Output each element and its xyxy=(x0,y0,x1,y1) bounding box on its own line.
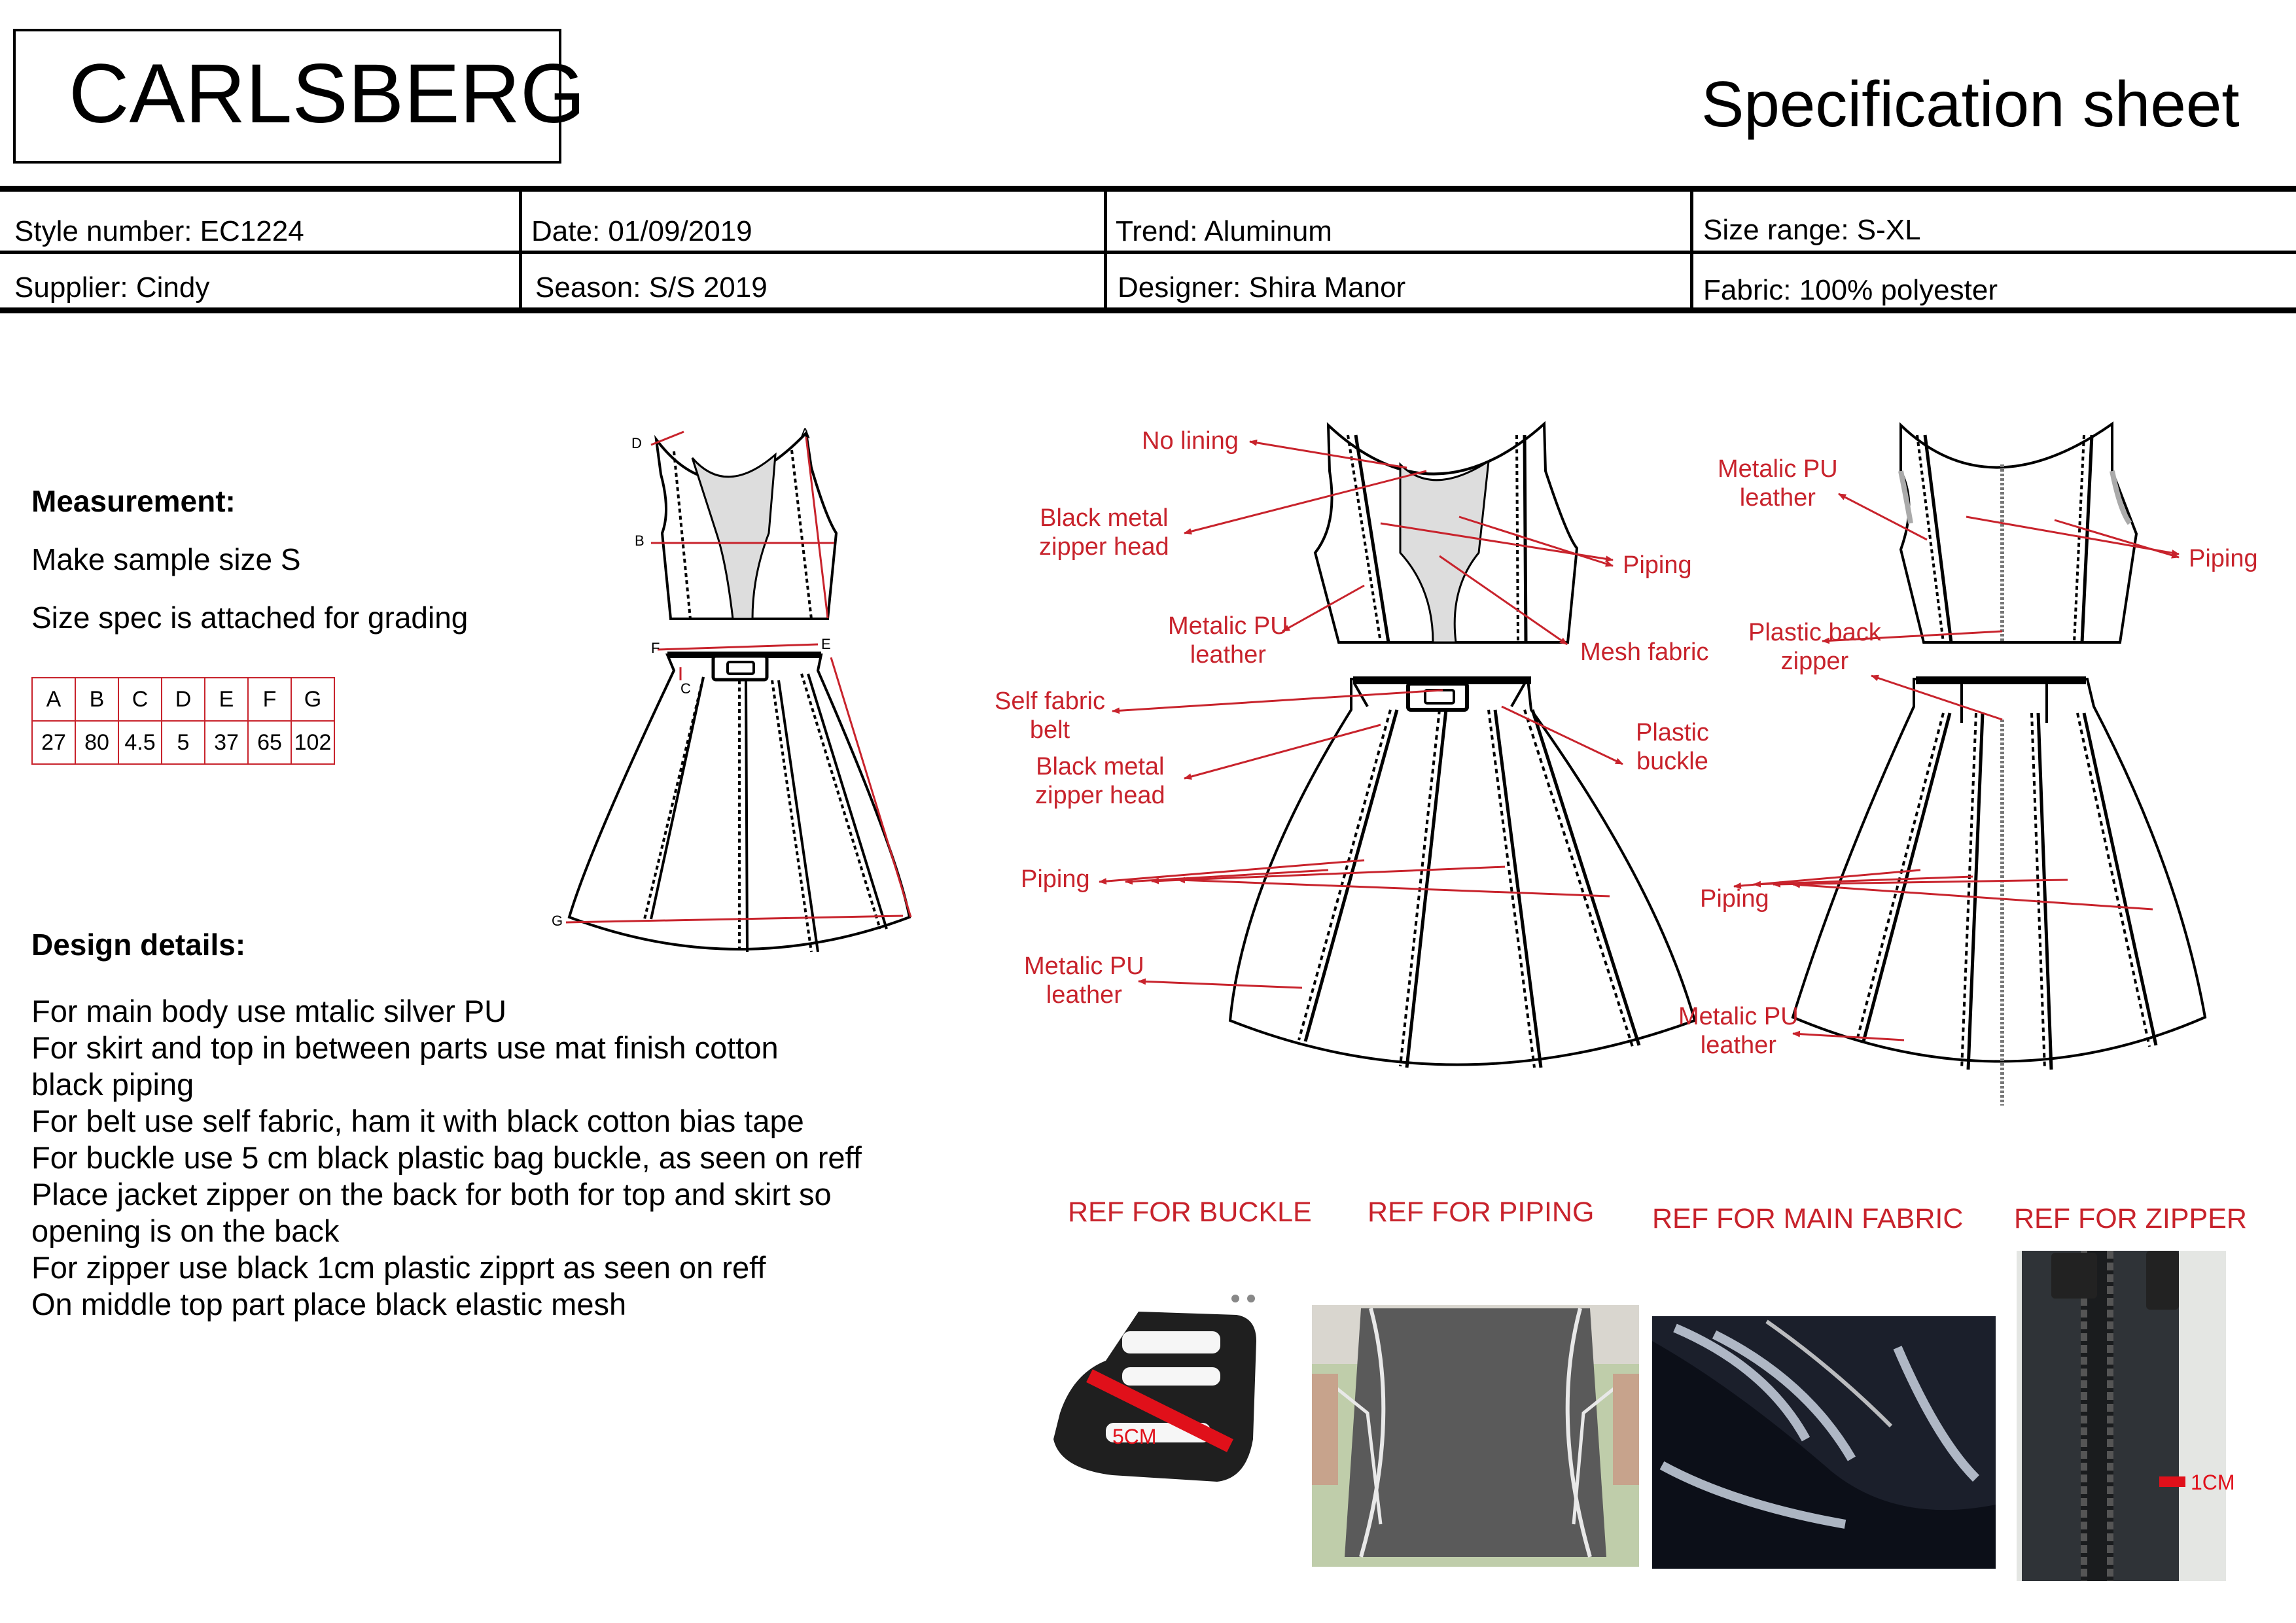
annotation-metalic-pu: Metalic PU leather xyxy=(1168,612,1288,669)
point-label: F xyxy=(651,640,660,656)
measurement-header: B xyxy=(75,677,119,722)
measurement-value: 80 xyxy=(75,720,119,765)
design-detail-line: For main body use mtalic silver PU xyxy=(31,994,507,1028)
measurement-sketch xyxy=(567,430,911,952)
annotation-self-fabric-belt: Self fabric belt xyxy=(995,688,1105,744)
back-view-sketch xyxy=(1791,421,2207,1106)
ref-piping-label: REF FOR PIPING xyxy=(1368,1196,1595,1228)
measurement-header-row: A B C D E F G xyxy=(31,677,335,722)
front-view-sketch xyxy=(1228,421,1697,1068)
point-label: E xyxy=(821,636,831,652)
buckle-reference-image xyxy=(1053,1295,1256,1482)
measurement-sample-size: Make sample size S xyxy=(31,542,301,576)
measurement-header: A xyxy=(31,677,76,722)
measurement-header: C xyxy=(118,677,162,722)
annotation-plastic-buckle: Plastic buckle xyxy=(1636,719,1709,775)
measurement-value: 27 xyxy=(31,720,76,765)
design-details-list: For main body use mtalic silver PU For s… xyxy=(31,993,1000,1323)
point-label: G xyxy=(552,913,563,929)
design-detail-line: For buckle use 5 cm black plastic bag bu… xyxy=(31,1140,862,1175)
trend: Trend: Aluminum xyxy=(1116,215,1332,247)
zipper-reference-image xyxy=(2017,1251,2226,1581)
point-label: A xyxy=(800,425,810,442)
back-annotation-arrows xyxy=(1733,493,2180,1041)
info-grid-mid-rule xyxy=(0,251,2296,254)
measurement-value: 102 xyxy=(291,720,335,765)
ref-zipper-label: REF FOR ZIPPER xyxy=(2014,1203,2247,1234)
measurement-value: 5 xyxy=(161,720,205,765)
design-detail-line: For zipper use black 1cm plastic zipprt … xyxy=(31,1250,766,1285)
supplier: Supplier: Cindy xyxy=(14,271,210,304)
measurement-value: 65 xyxy=(247,720,292,765)
point-label: C xyxy=(680,680,691,697)
measurement-grading-note: Size spec is attached for grading xyxy=(31,601,468,635)
annotation-zipper-head: Black metal zipper head xyxy=(1035,753,1165,809)
design-detail-line: Place jacket zipper on the back for both… xyxy=(31,1177,832,1212)
info-grid-divider xyxy=(1104,190,1107,311)
designer: Designer: Shira Manor xyxy=(1118,271,1406,304)
measurement-lines xyxy=(565,430,912,924)
design-detail-line: For skirt and top in between parts use m… xyxy=(31,1030,779,1065)
front-annotation-arrows xyxy=(1099,439,1623,989)
measurement-header: E xyxy=(204,677,249,722)
measurement-table: A B C D E F G 27 80 4.5 5 37 65 102 xyxy=(31,677,335,765)
measurement-header: F xyxy=(247,677,292,722)
annotation-metalic-pu: Metalic PU leather xyxy=(1024,952,1144,1009)
design-details-heading: Design details: xyxy=(31,928,246,962)
measurement-value-row: 27 80 4.5 5 37 65 102 xyxy=(31,720,335,765)
season: Season: S/S 2019 xyxy=(535,271,768,304)
page-title: Specification sheet xyxy=(1701,68,2240,140)
design-detail-line: For belt use self fabric, ham it with bl… xyxy=(31,1104,804,1138)
measurement-value: 37 xyxy=(204,720,249,765)
annotation-piping: Piping xyxy=(2189,545,2258,572)
annotation-metalic-pu: Metalic PU leather xyxy=(1718,455,1838,512)
measurement-header: D xyxy=(161,677,205,722)
info-grid-divider xyxy=(1690,190,1693,311)
annotation-mesh-fabric: Mesh fabric xyxy=(1580,638,1709,666)
annotation-metalic-pu: Metalic PU leather xyxy=(1678,1003,1799,1059)
style-number: Style number: EC1224 xyxy=(14,215,304,247)
annotation-piping: Piping xyxy=(1021,865,1090,893)
annotation-plastic-back-zipper: Plastic back zipper xyxy=(1748,619,1881,675)
zipper-size-label: 1CM xyxy=(2191,1471,2235,1494)
info-grid-divider xyxy=(519,190,522,311)
brand-name: CARLSBERG xyxy=(69,47,586,141)
brand-box xyxy=(13,29,561,164)
measurement-heading: Measurement: xyxy=(31,484,236,518)
annotation-piping: Piping xyxy=(1700,885,1769,913)
ref-buckle-label: REF FOR BUCKLE xyxy=(1068,1196,1312,1228)
measurement-value: 4.5 xyxy=(118,720,162,765)
fabric-reference-image xyxy=(1652,1316,1996,1569)
annotation-zipper-head: Black metal zipper head xyxy=(1039,504,1169,561)
info-grid-bottom-rule xyxy=(0,307,2296,313)
point-label: D xyxy=(631,435,642,451)
date: Date: 01/09/2019 xyxy=(531,215,752,247)
ref-main-fabric-label: REF FOR MAIN FABRIC xyxy=(1652,1203,1964,1234)
point-label: B xyxy=(635,532,645,549)
design-detail-line: black piping xyxy=(31,1067,194,1102)
buckle-size-label: 5CM xyxy=(1112,1425,1157,1448)
info-grid-top-rule xyxy=(0,186,2296,192)
piping-reference-image xyxy=(1312,1305,1639,1567)
fabric: Fabric: 100% polyester xyxy=(1703,274,1998,306)
design-detail-line: opening is on the back xyxy=(31,1213,340,1248)
size-range: Size range: S-XL xyxy=(1703,214,1921,246)
annotation-no-lining: No lining xyxy=(1142,427,1239,455)
design-detail-line: On middle top part place black elastic m… xyxy=(31,1287,627,1321)
annotation-piping: Piping xyxy=(1623,551,1692,579)
measurement-header: G xyxy=(291,677,335,722)
